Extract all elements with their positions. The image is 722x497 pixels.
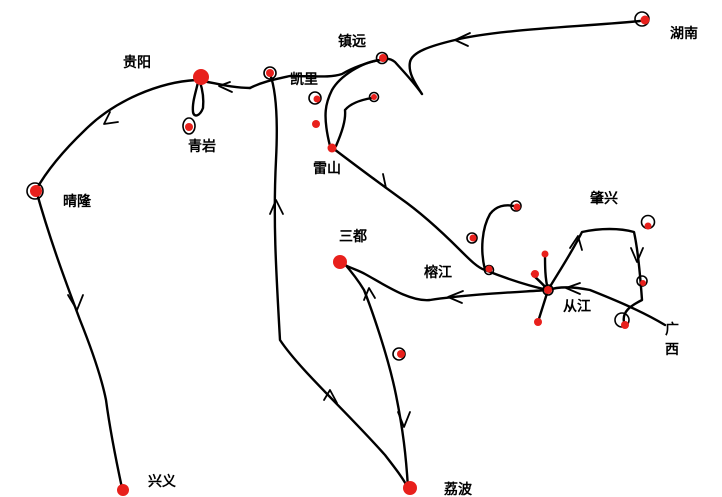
label-rongjiang: 榕江 [424,265,452,281]
qinglong-marker [30,185,42,197]
rongjiang-north-marker [513,203,521,211]
route-zhenyuan-to-leishan [324,58,382,148]
route-hunan-to-zhenyuan [378,19,642,96]
label-qinglong: 晴隆 [63,194,91,210]
zhenyuan-marker [379,54,387,62]
leishan-east-ring [368,91,380,103]
rongjiang-west-marker [469,234,477,242]
arrow-congjiang-zhaoxing [569,235,583,251]
congjiang-south-marker [534,318,542,326]
arrow-guiyang-qinglong [103,111,119,125]
label-leishan: 雷山 [313,161,341,177]
hunan-marker [640,15,650,25]
rongjiang-west-ring [466,232,478,244]
sandu-marker [333,255,347,269]
qingyan-marker [185,123,193,131]
route-leishan-spur [334,96,374,148]
label-hunan: 湖南 [670,26,698,42]
label-kaili: 凯里 [290,72,318,88]
arrow-zhaoxing-down [630,247,644,263]
label-zhaoxing: 肇兴 [590,191,618,207]
route-congjiang-to-zhaoxing [546,227,644,324]
congjiang-marker [544,286,552,294]
route-rongjiang-spur [481,204,516,272]
label-guiyang: 贵阳 [123,55,151,71]
label-xingyi: 兴义 [148,474,176,490]
arrow-libo-kaili [269,199,284,215]
guangxi-marker [621,321,629,329]
qinglong-ring [26,182,44,200]
guiyang-marker [193,69,209,85]
label-guangxi-1: 广 [665,322,679,338]
leishan-north-ring [308,91,322,105]
kaili-ring [263,66,277,80]
arrow-guangxi-congjiang [565,282,581,295]
route-lines [34,19,667,490]
label-guangxi-2: 西 [665,342,679,358]
zhaoxing-marker [644,222,652,230]
route-libo-to-sandu [341,260,410,490]
route-guiyang-to-qinglong [34,78,198,192]
route-guiyang-to-qingyan [191,80,205,117]
arrow-kaili-guiyang [218,81,233,93]
direction-arrows [67,32,644,428]
label-congjiang: 从江 [563,299,591,315]
libo-marker [403,481,417,495]
congjiang-ring [542,284,554,296]
rongjiang-north-ring [510,200,522,212]
label-zhenyuan: 镇远 [338,34,366,50]
label-qingyan: 青岩 [188,139,216,155]
route-congjiang-to-sandu [341,262,550,302]
route-kaili-to-libo [268,72,410,490]
arrow-congjiang-rongjiang [447,290,464,304]
qingyan-ring [182,117,196,135]
arrow-qinglong-xingyi [67,294,84,311]
arrow-sandu-libo [397,411,411,428]
leishan-west-marker [312,120,320,128]
kaili-marker [266,69,274,77]
arrow-hunan-zhenyuan [454,32,471,47]
place-markers [26,11,656,496]
congjiang-north-marker [541,250,549,258]
label-libo: 荔波 [444,482,472,497]
leishan-north-marker [313,95,321,103]
xingyi-marker [117,484,129,496]
leishan-marker [327,143,337,153]
zhenyuan-ring [375,51,389,65]
arrow-libo-sandu [363,287,376,301]
libo-north-marker [397,350,405,358]
arrow-leishan-rongjiang [372,173,387,189]
congjiang-west-marker [531,270,539,278]
zhaoxing-south-ring [636,275,648,287]
label-sandu: 三都 [339,229,367,245]
route-guangxi-to-congjiang [546,286,667,327]
route-qinglong-to-xingyi [34,188,124,490]
arrow-kaili-libo [323,389,338,404]
rongjiang-marker [485,265,493,273]
zhaoxing-south-marker [640,280,646,286]
leishan-east-marker [371,94,377,100]
